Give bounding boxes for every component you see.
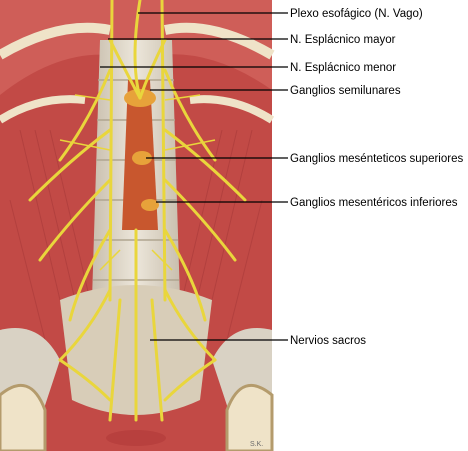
label-esplacnico-menor: N. Esplácnico menor bbox=[290, 62, 396, 74]
label-ganglios-mesentericos-inferiores: Ganglios mesentéricos inferiores bbox=[290, 197, 458, 209]
label-ganglios-semilunares: Ganglios semilunares bbox=[290, 85, 401, 97]
rectum bbox=[106, 430, 166, 446]
inferior-mesenteric-ganglion bbox=[141, 199, 159, 211]
artist-signature: S.K. bbox=[250, 441, 263, 448]
label-nervios-sacros: Nervios sacros bbox=[290, 335, 366, 347]
label-ganglios-mesentericos-superiores: Ganglios mesénteticos superiores bbox=[290, 153, 463, 165]
label-plexo-esofagico: Plexo esofágico (N. Vago) bbox=[290, 8, 423, 20]
iliac-crest-left bbox=[0, 385, 45, 451]
label-esplacnico-mayor: N. Esplácnico mayor bbox=[290, 34, 396, 46]
labels: Plexo esofágico (N. Vago) N. Esplácnico … bbox=[290, 8, 463, 347]
